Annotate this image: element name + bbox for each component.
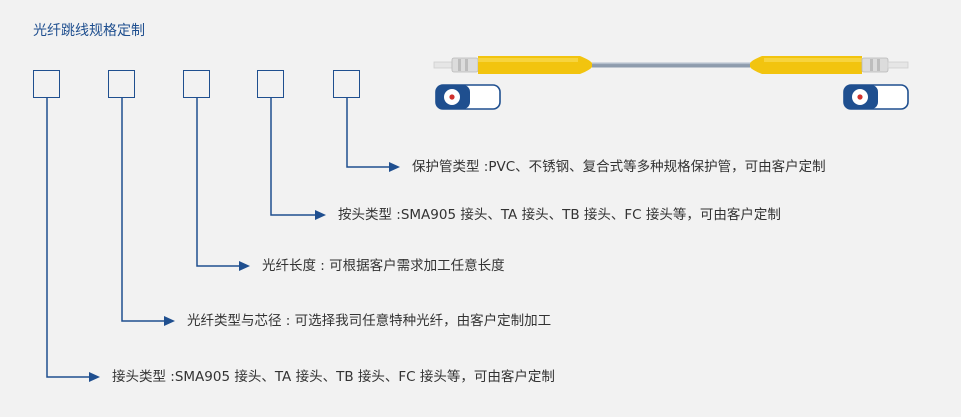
connector-end-face-icon bbox=[435, 84, 501, 110]
label-protective-tube: 保护管类型 :PVC、不锈钢、复合式等多种规格保护管，可由客户定制 bbox=[412, 159, 826, 175]
connector-end-face-icon bbox=[843, 84, 909, 110]
fiber-patch-cord-illustration bbox=[433, 56, 909, 110]
arrow-head-icon bbox=[89, 372, 100, 382]
slot-connector-a bbox=[33, 70, 60, 98]
leader-line-connector-a bbox=[46, 98, 90, 378]
slot-fiber-type bbox=[108, 70, 135, 98]
arrow-head-icon bbox=[164, 316, 175, 326]
leader-line-connector-b bbox=[270, 98, 316, 216]
slot-protective-tube bbox=[333, 70, 360, 98]
leader-line-fiber-length bbox=[196, 98, 240, 267]
leader-line-fiber-type bbox=[121, 98, 165, 322]
slot-fiber-length bbox=[183, 70, 210, 98]
slot-connector-b bbox=[257, 70, 284, 98]
label-fiber-type: 光纤类型与芯径 : 可选择我司任意特种光纤，由客户定制加工 bbox=[187, 313, 552, 329]
arrow-head-icon bbox=[389, 162, 400, 172]
diagram-title: 光纤跳线规格定制 bbox=[33, 23, 145, 39]
label-connector-b: 按头类型 :SMA905 接头、TA 接头、TB 接头、FC 接头等，可由客户定… bbox=[338, 207, 781, 223]
label-connector-a: 接头类型 :SMA905 接头、TA 接头、TB 接头、FC 接头等，可由客户定… bbox=[112, 369, 555, 385]
leader-line-protective-tube bbox=[346, 98, 390, 168]
arrow-head-icon bbox=[315, 210, 326, 220]
label-fiber-length: 光纤长度 : 可根据客户需求加工任意长度 bbox=[262, 258, 505, 274]
arrow-head-icon bbox=[239, 261, 250, 271]
